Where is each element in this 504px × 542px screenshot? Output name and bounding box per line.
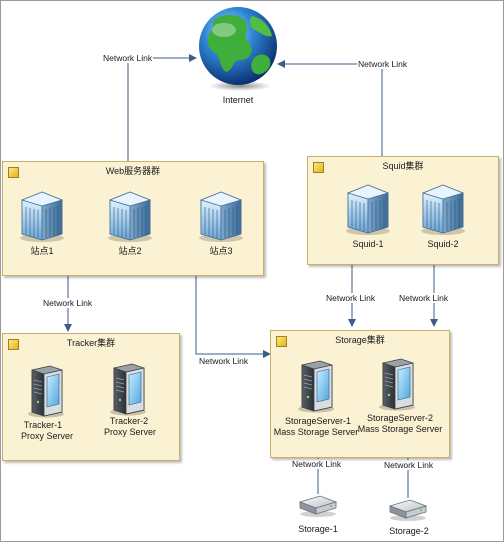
node-label-line2: Proxy Server	[103, 427, 157, 437]
node-label-line2: Proxy Server	[20, 431, 74, 441]
node-label-line2: Mass Storage Server	[273, 427, 359, 437]
link-label: Network Link	[383, 460, 435, 470]
node-label-line1: StorageServer-1	[284, 416, 352, 426]
cluster-title: Web服务器群	[105, 166, 161, 176]
cluster-title: Squid集群	[382, 161, 424, 171]
link-label: Network Link	[325, 293, 377, 303]
link-label: Network Link	[357, 59, 409, 69]
disk-icon[interactable]	[299, 495, 337, 518]
node-label: Squid-1	[352, 239, 384, 249]
storage-device-label: Storage-1	[298, 524, 338, 534]
globe-icon	[199, 7, 277, 85]
node-label: 站点1	[30, 246, 54, 256]
node-label-line1: StorageServer-2	[366, 413, 434, 423]
link-label: Network Link	[102, 53, 154, 63]
link-label: Network Link	[291, 459, 343, 469]
node-label-line1: Tracker-1	[23, 420, 63, 430]
node-label-line2: Mass Storage Server	[357, 424, 443, 434]
node-label: 站点2	[118, 246, 142, 256]
node-label: Squid-2	[427, 239, 459, 249]
node-label-line1: Tracker-2	[109, 416, 149, 426]
cluster-squid[interactable]: Squid集群	[307, 156, 499, 265]
cluster-title: Tracker集群	[66, 338, 116, 348]
cluster-title: Storage集群	[335, 335, 385, 345]
node-label: 站点3	[209, 246, 233, 256]
disk-icon[interactable]	[389, 499, 427, 522]
link-label: Network Link	[198, 356, 250, 366]
cluster-tag-icon	[8, 339, 19, 350]
link-web-storage	[195, 275, 271, 358]
cluster-tag-icon	[313, 162, 324, 173]
cluster-storage[interactable]: Storage集群	[270, 330, 450, 458]
cluster-tag-icon	[8, 167, 19, 178]
storage-device-label: Storage-2	[389, 526, 429, 536]
internet-label: Internet	[222, 95, 254, 105]
cluster-tag-icon	[276, 336, 287, 347]
link-label: Network Link	[398, 293, 450, 303]
link-label: Network Link	[42, 298, 94, 308]
